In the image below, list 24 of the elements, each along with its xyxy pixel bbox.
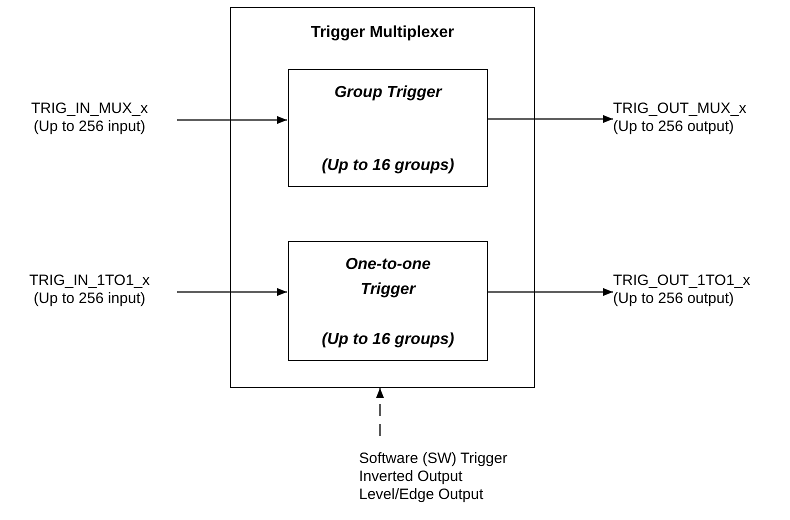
signal-label: (Up to 256 input) <box>34 290 146 308</box>
signal-label: (Up to 256 input) <box>34 118 146 136</box>
signal-label: TRIG_OUT_MUX_x <box>613 100 746 118</box>
signal-label: TRIG_OUT_1TO1_x <box>613 272 750 290</box>
box-title: Group Trigger <box>333 83 444 103</box>
box-note: (Up to 16 groups) <box>322 156 454 176</box>
arrow <box>177 116 287 124</box>
arrow <box>487 115 613 123</box>
box-note: (Up to 16 groups) <box>322 330 454 350</box>
box-title: One-to-one Trigger <box>344 255 432 300</box>
signal-label: Software (SW) Trigger <box>359 450 508 468</box>
process-box <box>288 69 488 187</box>
arrow <box>177 288 287 296</box>
box-title: Trigger Multiplexer <box>310 24 456 42</box>
signal-label: (Up to 256 output) <box>613 118 734 136</box>
signal-label: TRIG_IN_1TO1_x <box>29 272 150 290</box>
arrow <box>487 288 613 296</box>
process-box <box>288 241 488 361</box>
signal-label: Level/Edge Output <box>359 486 484 504</box>
signal-label: TRIG_IN_MUX_x <box>31 100 148 118</box>
signal-label: Inverted Output <box>359 468 462 486</box>
signal-label: (Up to 256 output) <box>613 290 734 308</box>
multiplexer-box <box>230 7 535 388</box>
arrow <box>376 388 384 436</box>
